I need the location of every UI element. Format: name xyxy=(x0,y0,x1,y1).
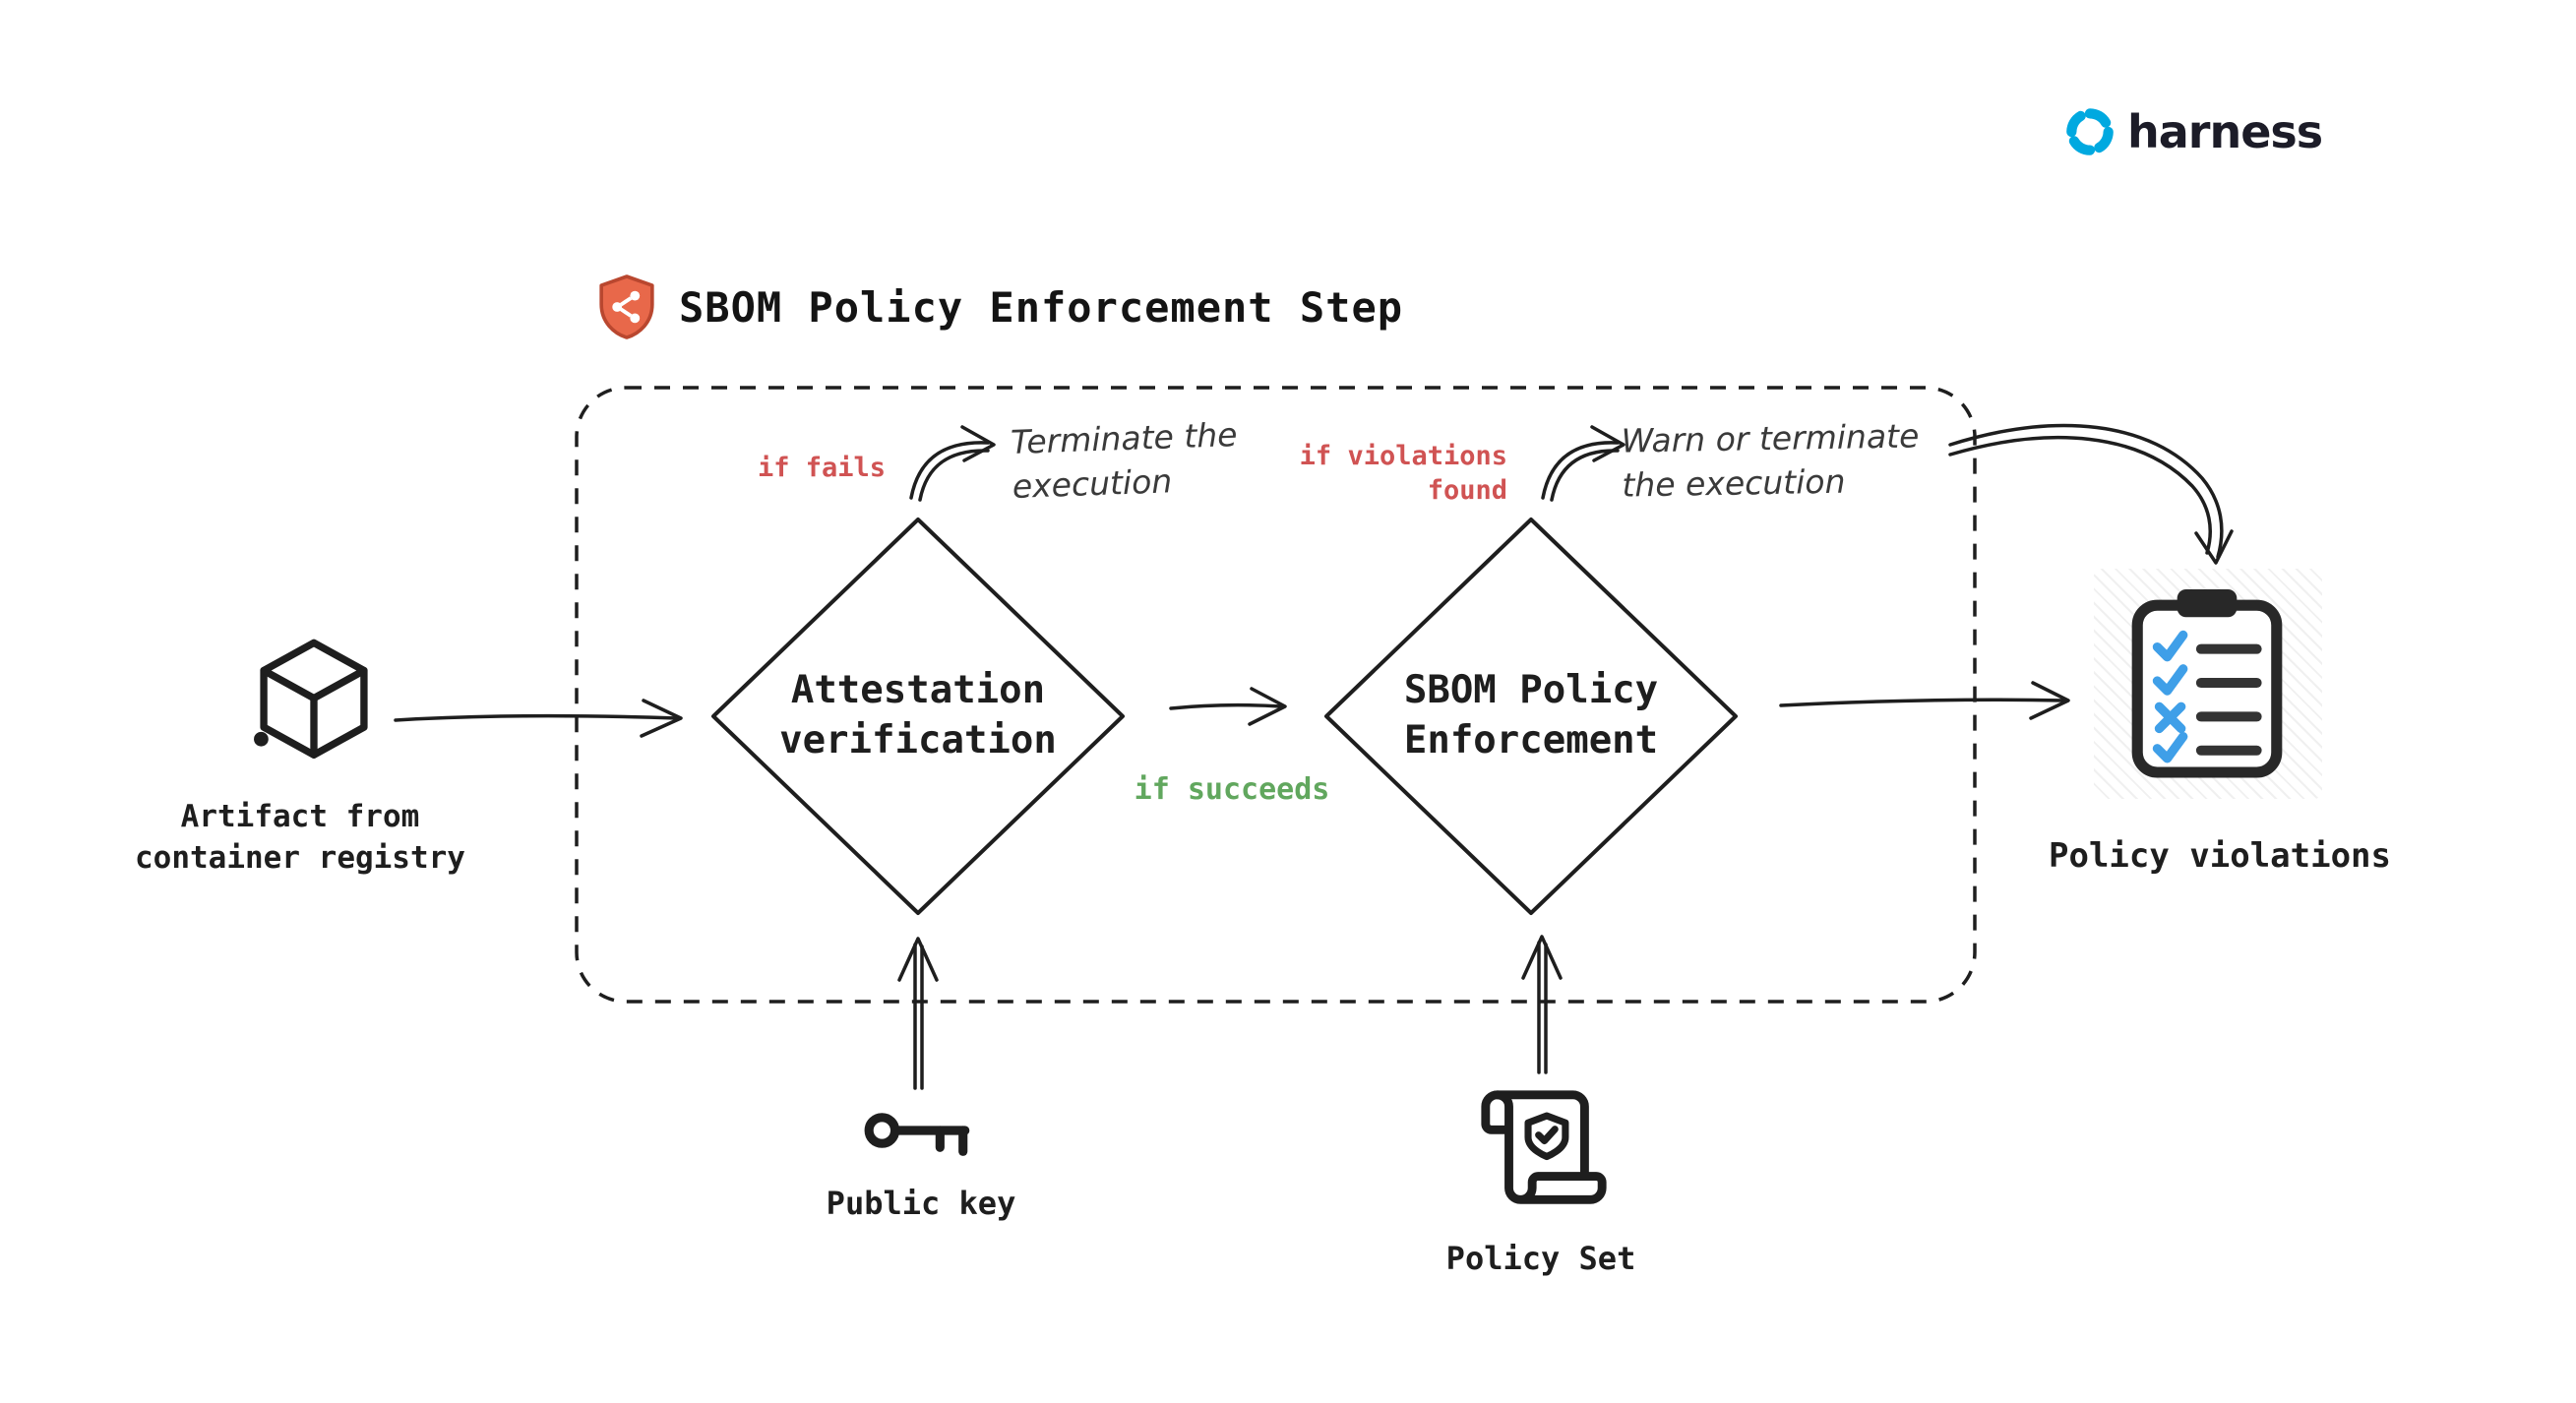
shield-icon xyxy=(599,274,654,339)
if-fails-annotation: if fails xyxy=(757,453,886,483)
public-key-icon xyxy=(864,1113,970,1156)
clipboard-line-items xyxy=(2195,643,2262,756)
artifact-label: Artifact from container registry xyxy=(135,799,465,876)
policy-set-scroll-icon xyxy=(1481,1090,1607,1204)
arrow-attestation-to-sbom-policy xyxy=(1169,687,1287,726)
attestation-verification-diamond xyxy=(711,518,1125,915)
arrow-artifact-to-attestation xyxy=(394,699,683,738)
enforcement-step-dashed-container xyxy=(575,386,1977,1004)
brand-name: harness xyxy=(2127,105,2323,158)
arrow-policy-set-to-sbom-policy xyxy=(1521,935,1563,1074)
sbom-policy-enforcement-diamond xyxy=(1324,518,1738,915)
policy-set-label: Policy Set xyxy=(1445,1240,1636,1277)
terminate-execution-annotation: Terminate the execution xyxy=(1010,415,1239,506)
brand: harness xyxy=(2062,104,2323,159)
page-title: SBOM Policy Enforcement Step xyxy=(679,282,1404,332)
diagram-title: SBOM Policy Enforcement Step xyxy=(596,274,1403,340)
public-key-label: Public key xyxy=(826,1185,1016,1222)
if-violations-found-annotation: if violations found xyxy=(1299,441,1507,507)
harness-logo-icon xyxy=(2066,108,2114,155)
clipboard-check-marks xyxy=(2152,630,2188,763)
arrow-if-fails-curve xyxy=(909,425,996,502)
policy-violations-label: Policy violations xyxy=(2049,836,2391,876)
artifact-cube-icon xyxy=(254,639,368,759)
share-nodes-glyph xyxy=(612,290,641,324)
arrow-sbom-policy-to-violations xyxy=(1779,681,2070,720)
policy-violations-clipboard-icon xyxy=(2131,588,2283,778)
arrow-public-key-to-attestation xyxy=(897,937,939,1090)
attestation-verification-label: Attestation verification xyxy=(779,668,1057,762)
scroll-shield-check-glyph xyxy=(1524,1112,1569,1161)
arrow-warn-to-violations-report xyxy=(1948,423,2234,565)
warn-or-terminate-annotation: Warn or terminate the execution xyxy=(1621,416,1920,505)
sbom-policy-enforcement-label: SBOM Policy Enforcement xyxy=(1403,668,1659,762)
arrow-if-violations-curve xyxy=(1541,425,1625,502)
clipboard-clip xyxy=(2177,588,2238,618)
if-succeeds-annotation: if succeeds xyxy=(1134,772,1330,807)
cube-dot xyxy=(254,731,269,747)
